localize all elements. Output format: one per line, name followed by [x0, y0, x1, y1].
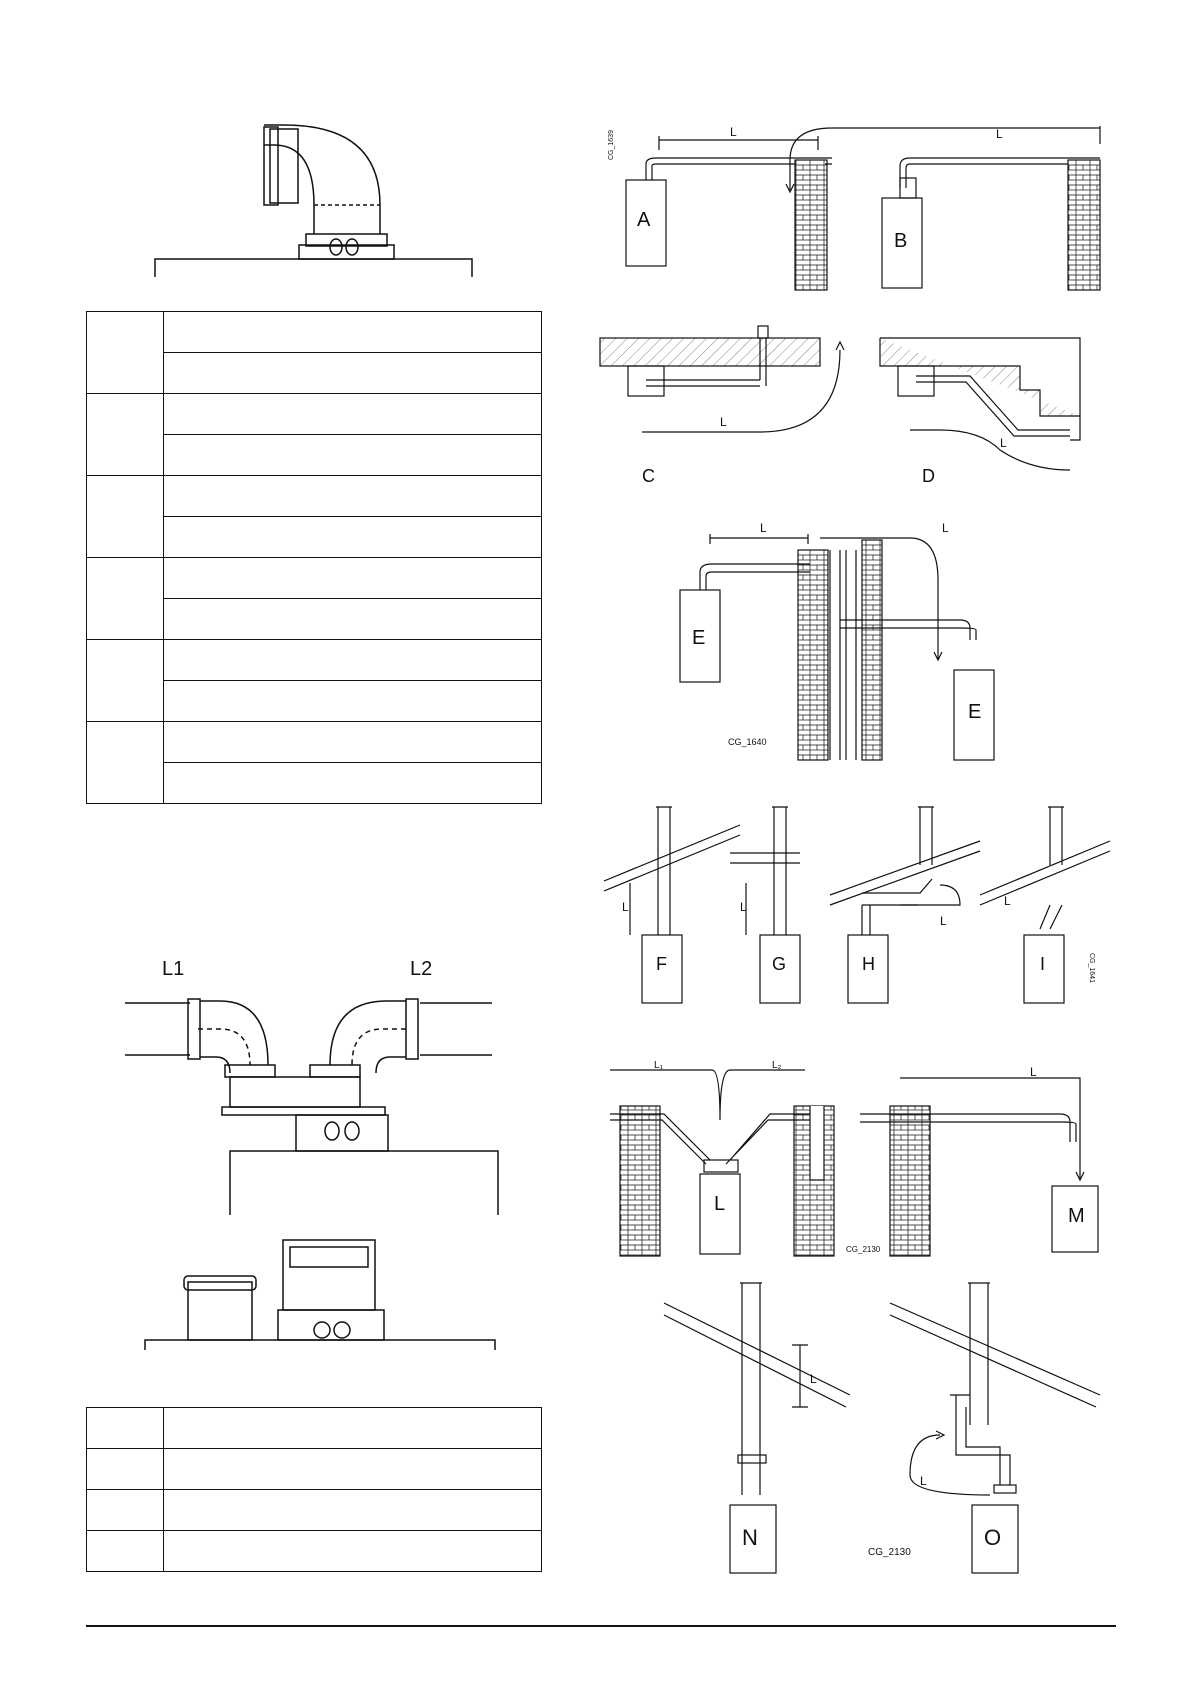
table-cell [163, 1448, 542, 1490]
table-cell [163, 393, 542, 435]
code-cg1641: CG_1641 [1088, 953, 1095, 983]
table-cell [163, 352, 542, 394]
dim-l1-l: L₁ [654, 1060, 664, 1071]
dim-l-e2: L [942, 521, 949, 535]
table-cell [86, 475, 164, 558]
table-cell [86, 557, 164, 640]
table-cell [163, 762, 542, 804]
figure-e: L L E E CG_1640 [679, 521, 995, 761]
label-l1: L1 [162, 958, 184, 980]
dim-l-n: L [810, 1372, 817, 1386]
code-cg2130b: CG_2130 [868, 1547, 911, 1558]
dim-l-g: L [740, 900, 747, 914]
figure-a-b: CG_1639 L L A B [608, 125, 1101, 291]
dim-l-o: L [920, 1474, 927, 1488]
table-cell [163, 557, 542, 599]
label-i: I [1040, 954, 1045, 974]
split-flue-drawing: L1 L2 [125, 958, 499, 1215]
table-cell [163, 721, 542, 763]
table-cell [163, 639, 542, 681]
table-cell [163, 1489, 542, 1531]
figure-n-o: L L N O CG_2130 [663, 1282, 1101, 1574]
figure-l-m: L₁ L₂ L L M CG_2130 [610, 1060, 1099, 1257]
label-c: C [642, 466, 655, 486]
table-cell [163, 1407, 542, 1449]
table-cell [86, 721, 164, 804]
table-cell [86, 639, 164, 722]
label-a: A [637, 209, 651, 231]
label-g: G [772, 954, 786, 974]
table-cell [163, 1530, 542, 1572]
table-cell [163, 680, 542, 722]
dim-l-d: L [1000, 436, 1007, 450]
table-cell [163, 434, 542, 476]
table-cell [163, 516, 542, 558]
label-h: H [862, 954, 875, 974]
dim-l2-l: L₂ [772, 1060, 782, 1071]
table-cell [163, 311, 542, 353]
table-cell [86, 311, 164, 394]
dim-l-e1: L [760, 521, 767, 535]
code-cg1639: CG_1639 [608, 130, 615, 160]
figure-f-g-h-i: L L L L F G H I CG_1641 [603, 806, 1111, 1004]
label-d: D [922, 466, 935, 486]
coaxial-elbow-drawing [154, 124, 473, 277]
split-adapter-drawing [144, 1239, 496, 1350]
upper-table [86, 311, 542, 804]
table-cell [163, 475, 542, 517]
label-e2: E [968, 701, 981, 723]
label-f: F [656, 954, 667, 974]
lower-table [86, 1407, 542, 1572]
label-o: O [984, 1525, 1001, 1550]
table-cell [86, 393, 164, 476]
table-cell [86, 1489, 164, 1531]
label-e1: E [692, 627, 705, 649]
dim-l-c: L [720, 415, 727, 429]
table-cell [86, 1448, 164, 1490]
code-cg2130a: CG_2130 [846, 1245, 881, 1254]
dim-l-f: L [622, 900, 629, 914]
dim-l-a: L [730, 125, 737, 139]
dim-l-i: L [1004, 894, 1011, 908]
dim-l-b: L [996, 127, 1003, 141]
dim-l-m: L [1030, 1065, 1037, 1079]
label-m: M [1068, 1205, 1085, 1227]
footer-rule [86, 1625, 1116, 1627]
table-cell [163, 598, 542, 640]
dim-l-h: L [940, 914, 947, 928]
figure-c-d: L L C D [599, 325, 1081, 486]
label-n: N [742, 1525, 758, 1550]
label-b: B [894, 230, 907, 252]
label-l2: L2 [410, 958, 432, 980]
table-cell [86, 1407, 164, 1449]
code-cg1640: CG_1640 [728, 737, 767, 747]
table-cell [86, 1530, 164, 1572]
label-l: L [714, 1193, 725, 1215]
